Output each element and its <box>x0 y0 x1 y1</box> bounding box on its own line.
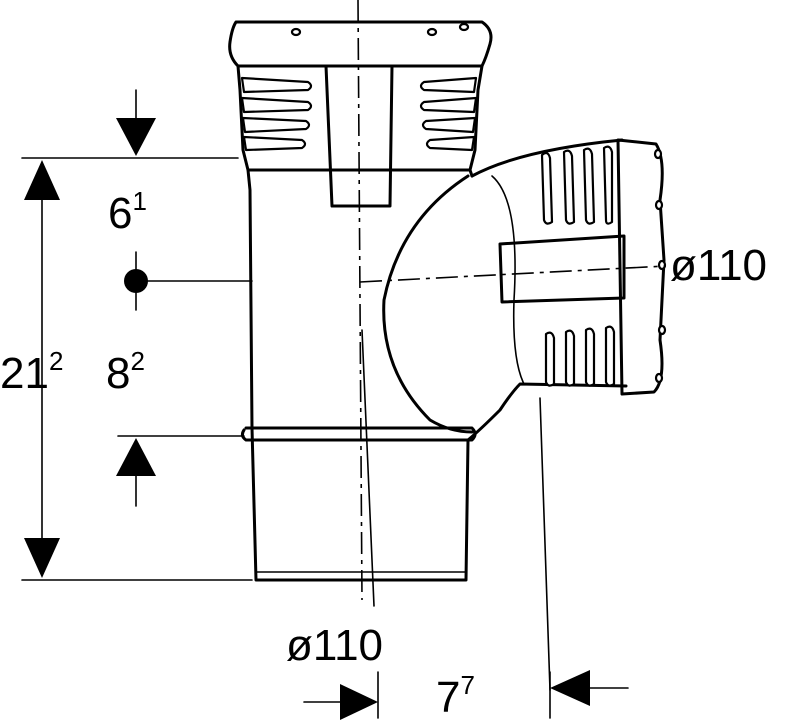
top-socket-rim <box>228 20 493 68</box>
branch-socket-teeth <box>653 148 667 384</box>
branch-outer-upper <box>470 138 624 178</box>
branch-axis-centerline <box>359 265 667 283</box>
branch-height-arrow <box>116 438 156 476</box>
center-lines <box>357 0 667 601</box>
dimension-labels: 61 212 82 ø110 ø110 77 <box>0 186 767 722</box>
branch-ribs-lower <box>544 325 616 387</box>
branch-saddle <box>382 174 474 434</box>
label-top-offset: 61 <box>108 186 147 238</box>
label-total-height: 212 <box>0 346 63 398</box>
label-branch-offset: 77 <box>436 670 475 722</box>
dimension-lines <box>21 89 629 720</box>
branch-outer-lower <box>466 382 628 442</box>
socket-ribs-right <box>419 76 478 152</box>
total-height-arrow-top <box>24 160 60 200</box>
socket-insert <box>324 64 394 208</box>
main-axis-centerline <box>357 0 363 601</box>
label-main-diameter: ø110 <box>286 621 383 670</box>
spigot-bead <box>240 426 477 442</box>
main-pipe <box>228 20 493 582</box>
label-branch-height: 82 <box>106 346 145 398</box>
top-offset-arrow <box>116 118 156 156</box>
label-branch-diameter: ø110 <box>670 241 767 290</box>
top-rim-teeth <box>290 22 470 37</box>
branch-pipe <box>382 138 667 442</box>
branch-center-point <box>124 269 148 293</box>
branch-ribs-upper <box>540 145 614 225</box>
main-body-left <box>246 168 470 582</box>
branch-inner-line <box>491 175 525 385</box>
main-dia-arrow <box>340 684 378 720</box>
total-height-arrow-bottom <box>24 538 60 578</box>
socket-ribs-left <box>240 76 313 152</box>
branch-insert <box>498 234 626 304</box>
branch-offset-arrow <box>550 670 590 706</box>
